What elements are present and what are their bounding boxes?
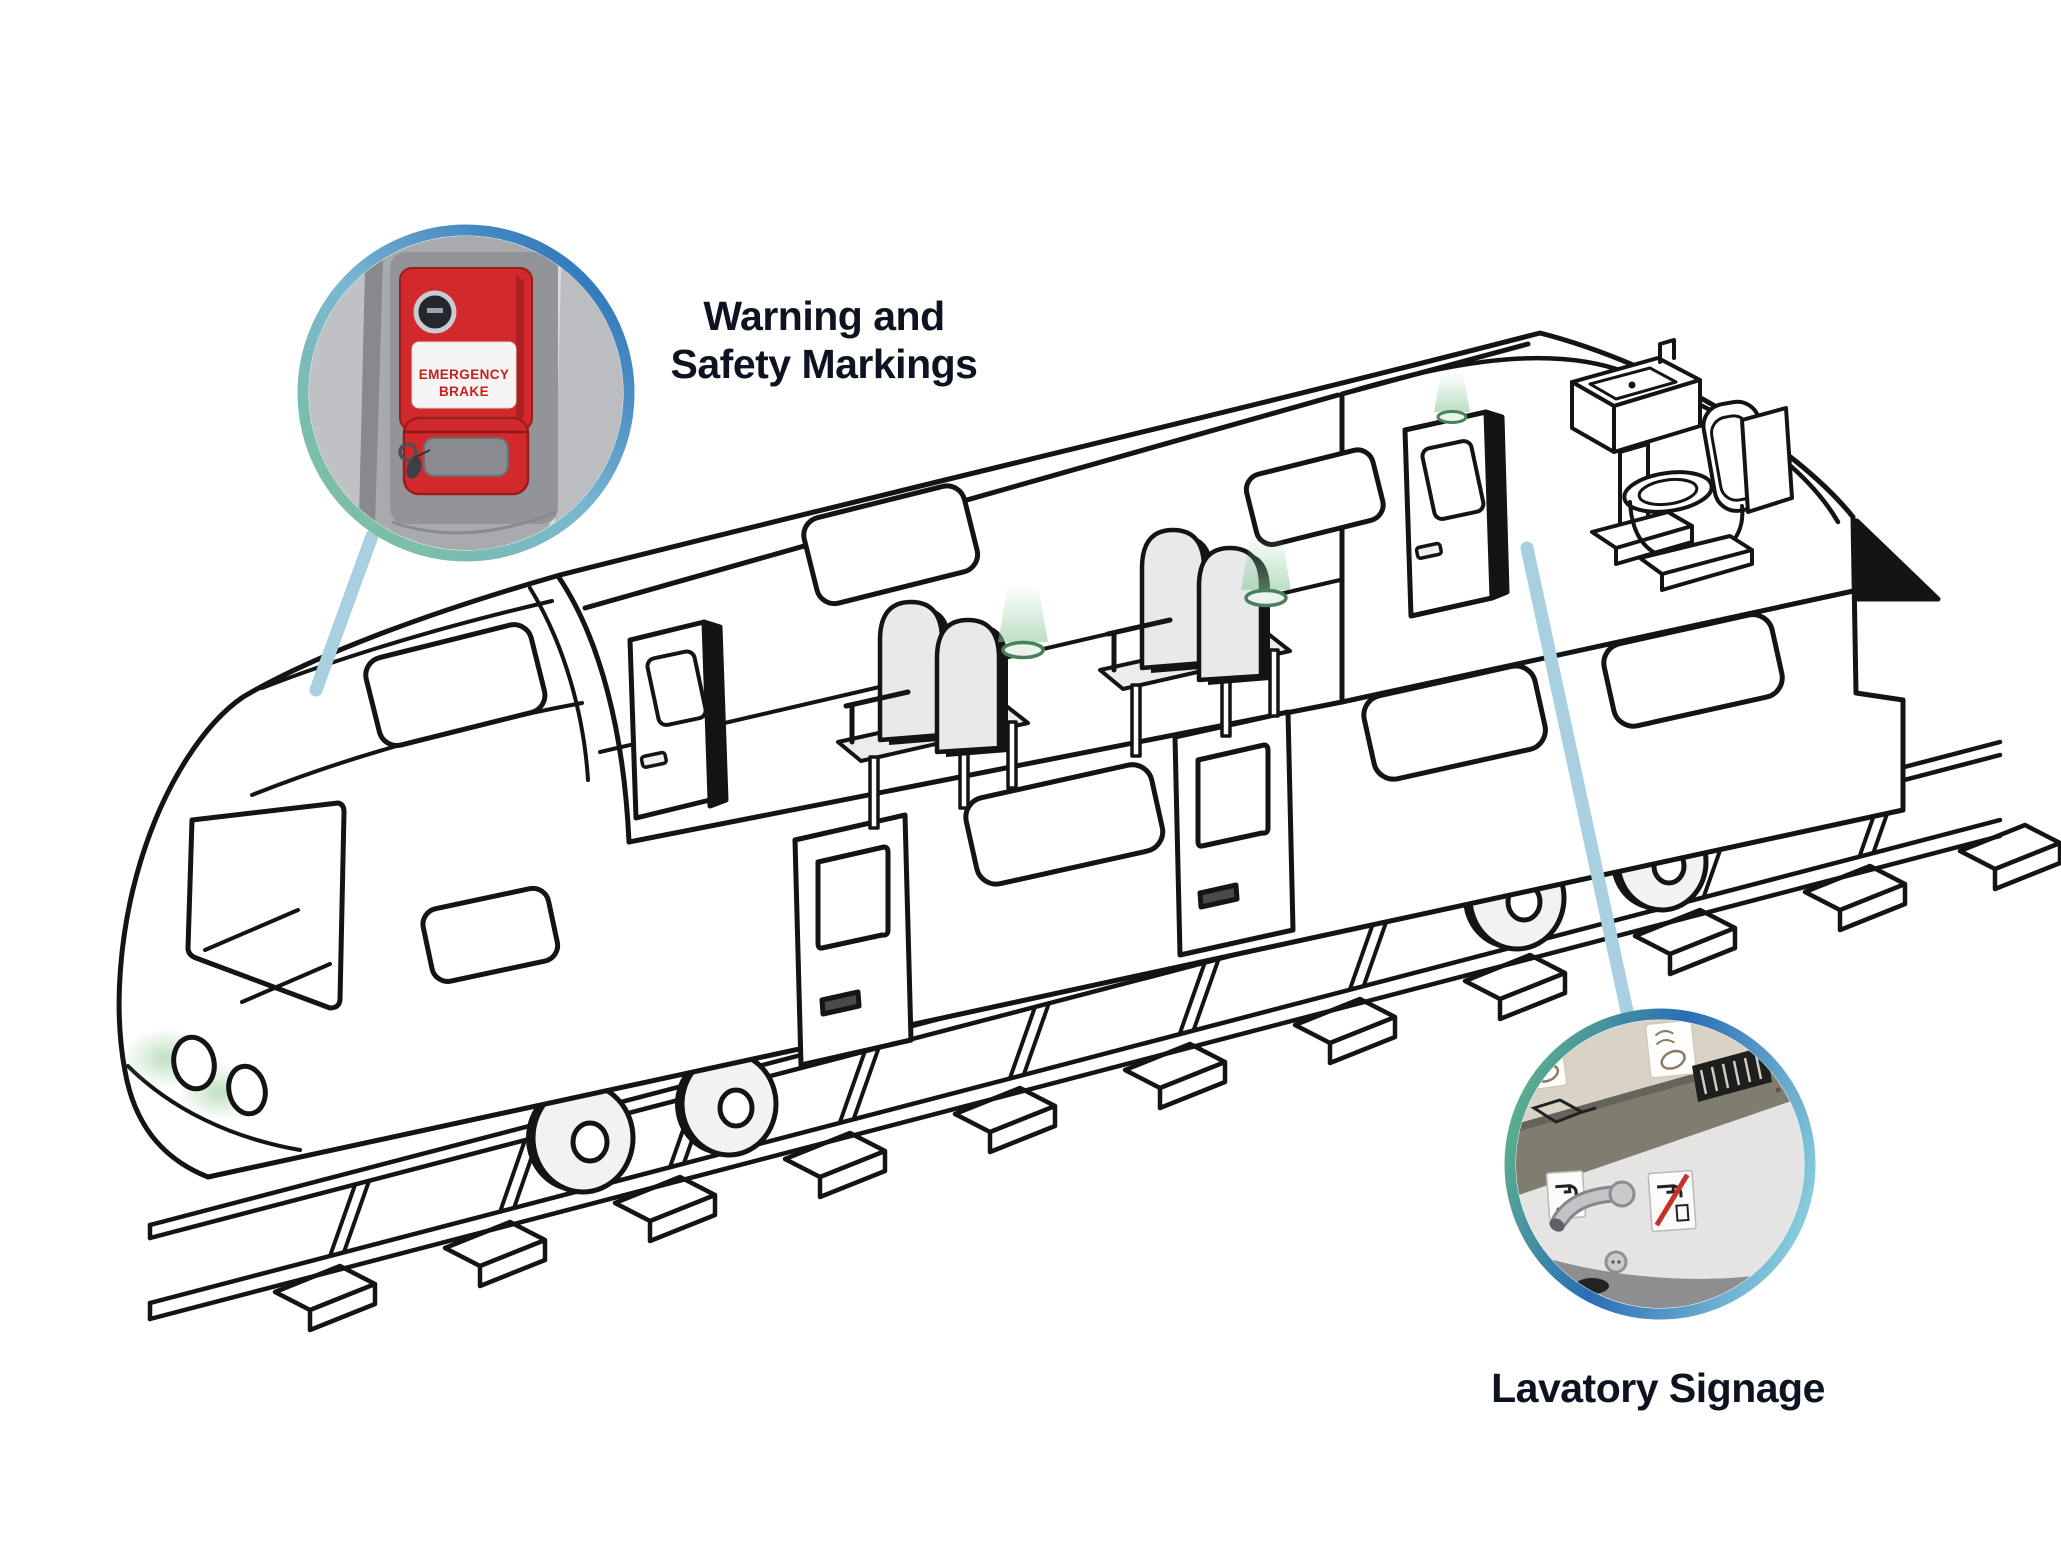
wire-hook xyxy=(1530,1098,1597,1124)
callout-line-warning xyxy=(309,529,379,697)
train-body xyxy=(116,330,1941,1180)
callout-lines xyxy=(309,529,1635,1023)
exterior-door xyxy=(1172,709,1296,958)
emergency-brake-photo: EMERGENCY BRAKE xyxy=(309,236,623,550)
lavatory-toilet xyxy=(1622,399,1794,592)
interior-door xyxy=(1402,409,1510,619)
no-drinking-water-icon xyxy=(1647,1169,1697,1233)
interior-window xyxy=(801,447,1386,607)
lavatory-signage-label: Lavatory Signage xyxy=(1491,1365,1825,1411)
interior-door xyxy=(627,619,729,821)
floor-light-marker xyxy=(998,372,1470,660)
callout-circle-warning: EMERGENCY BRAKE xyxy=(297,224,635,562)
brake-label-line2: BRAKE xyxy=(439,384,489,399)
faucet-spout xyxy=(1549,1180,1636,1232)
brake-label-line1: EMERGENCY xyxy=(419,367,510,382)
cab-side-window xyxy=(363,622,561,984)
callout-circle-lavatory xyxy=(1504,1008,1816,1320)
flush-button xyxy=(1604,1250,1628,1274)
headlight xyxy=(171,1034,268,1117)
vent-grille xyxy=(1692,1046,1772,1102)
windshield xyxy=(185,800,347,1011)
callout-labels: Warning and Safety Markings Lavatory Sig… xyxy=(671,293,1826,1411)
exterior-door xyxy=(792,812,914,1068)
warning-safety-label-line1: Warning and xyxy=(703,293,944,339)
side-window xyxy=(963,762,1166,887)
railroad-track xyxy=(147,739,2061,1333)
rear-cut-shadow xyxy=(1854,518,1941,602)
side-window xyxy=(1361,612,1785,782)
wheel xyxy=(526,1081,636,1195)
warning-safety-label-line2: Safety Markings xyxy=(671,341,978,387)
emergency-brake-handle: EMERGENCY BRAKE xyxy=(399,267,533,496)
callout-line-lavatory xyxy=(1520,541,1635,1023)
passenger-seats xyxy=(836,599,1030,830)
lavatory-photo xyxy=(1516,1020,1804,1308)
seal-key xyxy=(398,442,431,479)
